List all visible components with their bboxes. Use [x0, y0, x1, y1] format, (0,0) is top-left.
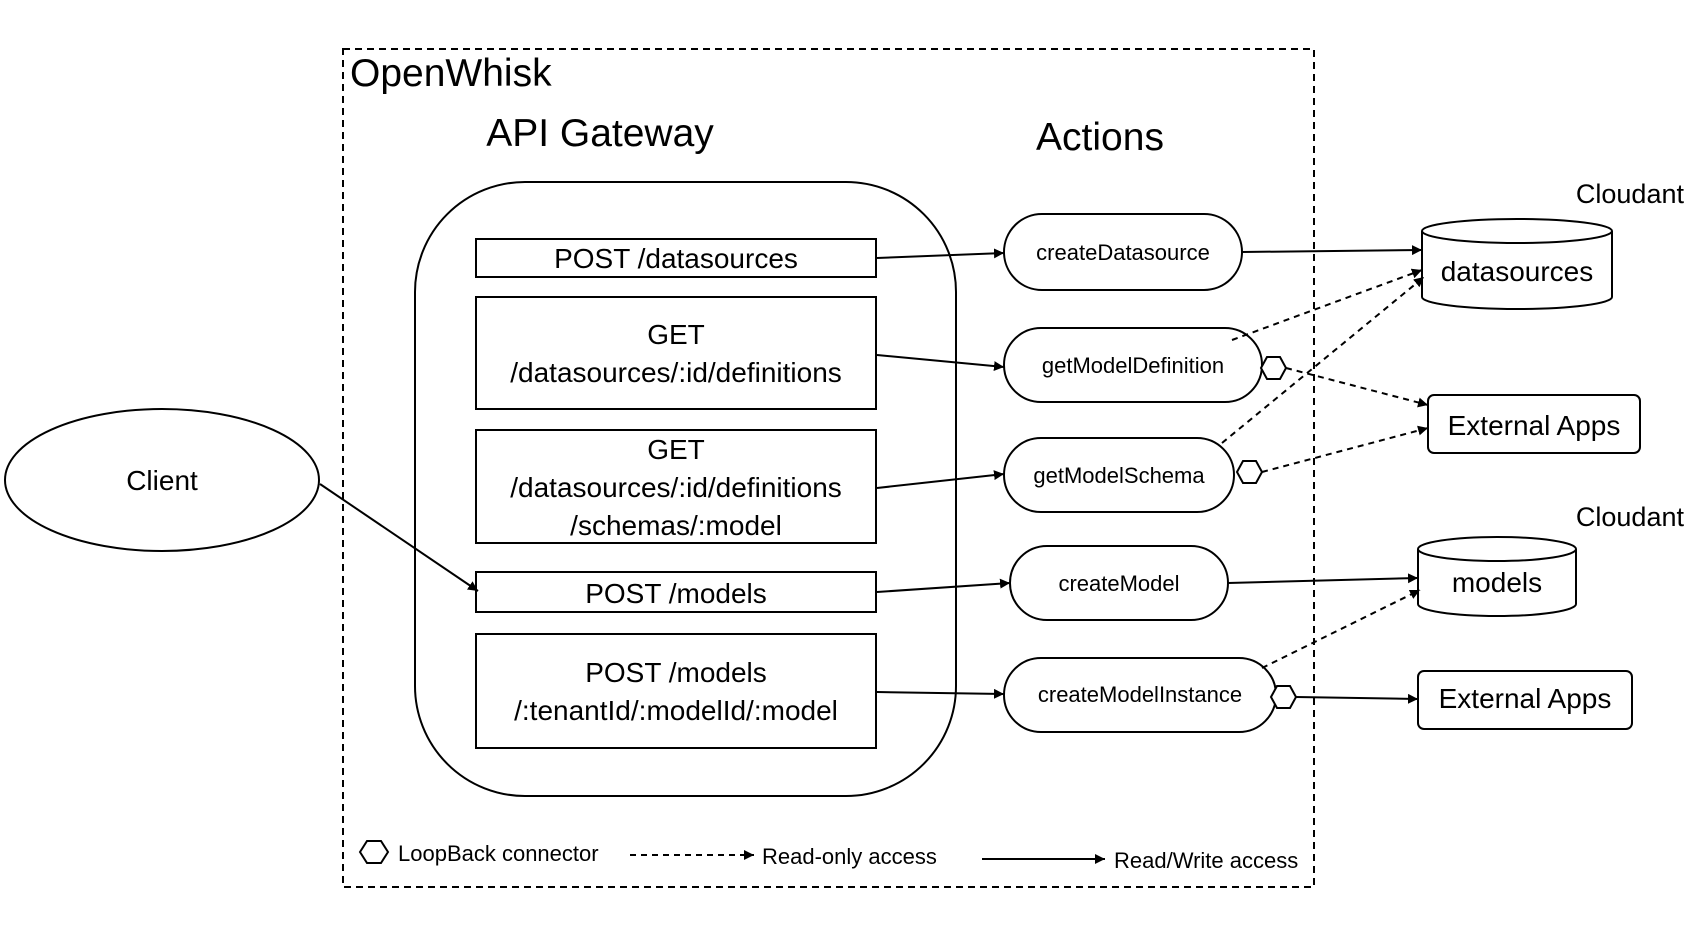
svg-text:createModelInstance: createModelInstance — [1038, 682, 1242, 707]
svg-text:External Apps: External Apps — [1439, 683, 1612, 714]
arrow-client-to-post-models — [319, 483, 479, 592]
legend-readwrite-label: Read/Write access — [1114, 848, 1298, 873]
arrow-create-datasource-to-store — [1241, 245, 1423, 256]
svg-text:getModelSchema: getModelSchema — [1033, 463, 1205, 488]
api-gateway-container — [414, 181, 957, 797]
endpoint-post-model-instance[interactable]: POST /models /:tenantId/:modelId/:model — [475, 633, 877, 749]
loopback-connector-icon — [1269, 685, 1298, 709]
datastore-models[interactable]: models — [1417, 536, 1577, 617]
svg-text:/schemas/:model: /schemas/:model — [570, 510, 782, 541]
external-apps-2[interactable]: External Apps — [1417, 670, 1633, 730]
arrow-ep3-to-get-model-schema — [876, 470, 1005, 489]
svg-text:POST /models: POST /models — [585, 578, 767, 609]
action-create-model-instance[interactable]: createModelInstance — [1003, 657, 1277, 733]
action-create-datasource[interactable]: createDatasource — [1003, 213, 1243, 291]
svg-text:/:tenantId/:modelId/:model: /:tenantId/:modelId/:model — [514, 695, 838, 726]
legend-readonly-label: Read-only access — [762, 844, 937, 869]
endpoint-post-models[interactable]: POST /models — [475, 571, 877, 613]
cloudant-label-models: Cloudant — [1576, 502, 1685, 532]
legend: LoopBack connector Read-only access Read… — [358, 840, 1298, 873]
svg-text:POST /models: POST /models — [585, 657, 767, 688]
svg-text:createDatasource: createDatasource — [1036, 240, 1210, 265]
svg-text:GET: GET — [647, 319, 705, 350]
endpoint-post-datasources[interactable]: POST /datasources — [475, 238, 877, 278]
external-apps-1[interactable]: External Apps — [1427, 394, 1641, 454]
arrow-model-instance-to-external — [1295, 693, 1419, 704]
endpoint-get-definitions[interactable]: GET /datasources/:id/definitions — [475, 296, 877, 410]
svg-text:/datasources/:id/definitions: /datasources/:id/definitions — [510, 472, 842, 503]
svg-text:/datasources/:id/definitions: /datasources/:id/definitions — [510, 357, 842, 388]
openwhisk-title: OpenWhisk — [350, 52, 552, 95]
svg-text:GET: GET — [647, 434, 705, 465]
loopback-connector-icon — [1235, 460, 1264, 484]
svg-text:getModelDefinition: getModelDefinition — [1042, 353, 1224, 378]
arrow-ep4-to-create-model — [876, 578, 1011, 593]
datastore-datasources[interactable]: datasources — [1421, 218, 1613, 310]
arrow-create-model-to-store — [1227, 573, 1419, 584]
legend-connector-icon — [358, 840, 390, 864]
readonly-instance-to-models — [1261, 589, 1421, 669]
svg-text:createModel: createModel — [1058, 571, 1179, 596]
api-gateway-heading: API Gateway — [486, 112, 714, 155]
svg-text:External Apps: External Apps — [1448, 410, 1621, 441]
arrow-ep2-to-get-model-definition — [876, 354, 1005, 372]
cloudant-label-datasources: Cloudant — [1576, 179, 1685, 209]
arrow-ep1-to-create-datasource — [876, 248, 1005, 259]
svg-text:models: models — [1452, 567, 1542, 598]
readonly-definition-to-datasources — [1231, 268, 1423, 341]
action-create-model[interactable]: createModel — [1009, 545, 1229, 621]
svg-text:POST /datasources: POST /datasources — [554, 243, 798, 274]
actions-heading: Actions — [1036, 116, 1164, 159]
action-get-model-schema[interactable]: getModelSchema — [1003, 437, 1235, 513]
client-node[interactable]: Client — [4, 408, 320, 552]
svg-text:Client: Client — [126, 465, 198, 496]
loopback-connector-icon — [1259, 356, 1288, 380]
legend-connector-label: LoopBack connector — [398, 841, 599, 866]
readonly-schema-to-external — [1261, 425, 1429, 473]
endpoint-get-schemas[interactable]: GET /datasources/:id/definitions /schema… — [475, 429, 877, 544]
arrow-ep5-to-create-model-instance — [876, 688, 1005, 699]
openwhisk-boundary — [342, 48, 1315, 888]
svg-text:datasources: datasources — [1441, 256, 1594, 287]
action-get-model-definition[interactable]: getModelDefinition — [1003, 327, 1263, 403]
readonly-definition-to-external — [1285, 367, 1429, 408]
